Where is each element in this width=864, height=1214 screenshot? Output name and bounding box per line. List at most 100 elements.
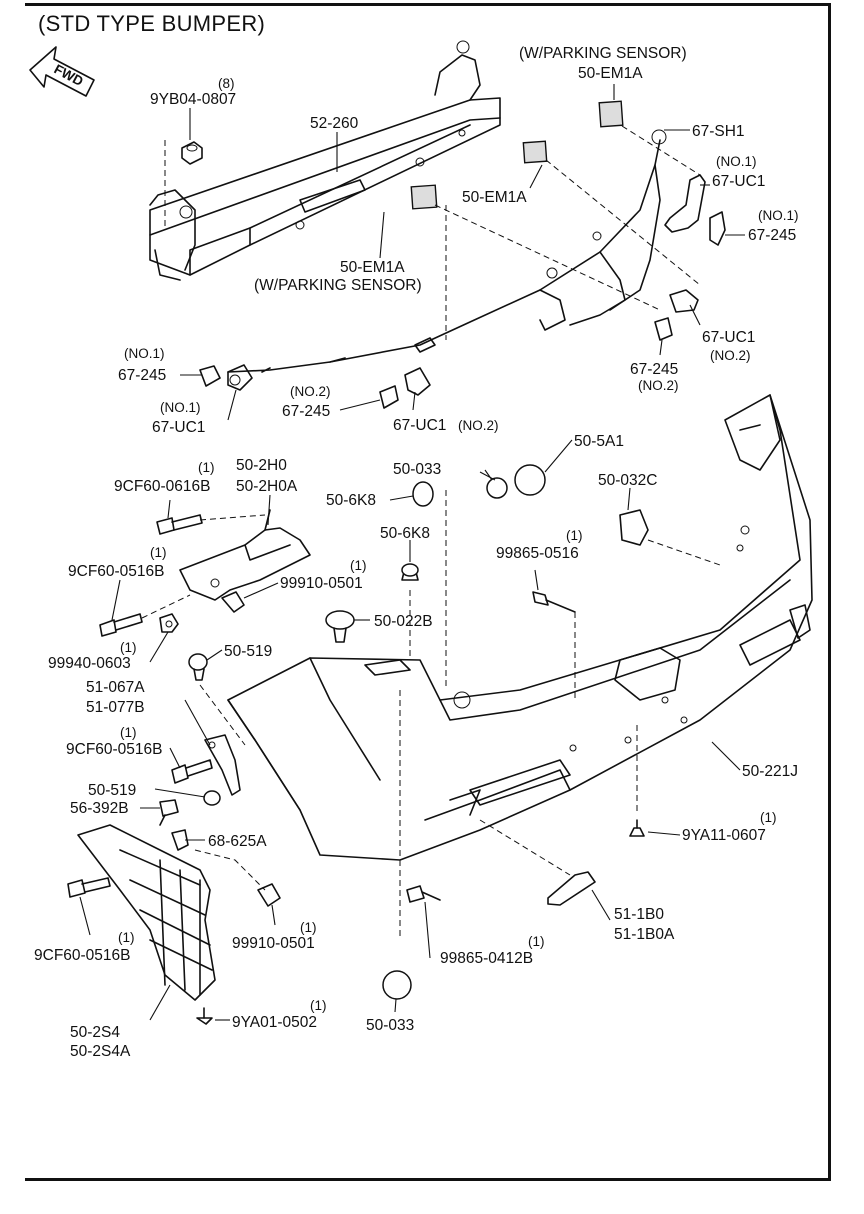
label-51-077b: 51-077B bbox=[86, 699, 145, 716]
label-51-1b0: 51-1B0 bbox=[614, 906, 664, 923]
sensor-pad-low bbox=[410, 184, 438, 210]
label-50-022b: 50-022B bbox=[374, 613, 433, 630]
label-9cf60-0516b-a-qty: (1) bbox=[150, 545, 167, 560]
label-w-parking-sensor-low: (W/PARKING SENSOR) bbox=[254, 277, 422, 294]
label-99865-0516-qty: (1) bbox=[566, 528, 583, 543]
label-99940-0603-qty: (1) bbox=[120, 640, 137, 655]
label-67-sh1: 67-SH1 bbox=[692, 123, 745, 140]
label-50-em1a-low: 50-EM1A bbox=[340, 259, 405, 276]
label-50-519-a: 50-519 bbox=[224, 643, 272, 660]
clip-99910-b bbox=[257, 883, 281, 907]
bolt-9cf60-0516b-a bbox=[99, 613, 143, 637]
label-9cf60-0516b-c-qty: (1) bbox=[118, 930, 135, 945]
parking-sensor-harness bbox=[227, 129, 667, 373]
bumper-reinforcement-beam bbox=[149, 40, 501, 281]
label-50-2s4a: 50-2S4A bbox=[70, 1043, 131, 1060]
label-no1-uc1-left: (NO.1) bbox=[160, 400, 201, 415]
label-67-uc1-right: 67-UC1 bbox=[702, 329, 755, 346]
label-9cf60-0516b-b-qty: (1) bbox=[120, 725, 137, 740]
label-50-2s4: 50-2S4 bbox=[70, 1024, 120, 1041]
label-52-260: 52-260 bbox=[310, 115, 359, 132]
label-99940-0603: 99940-0603 bbox=[48, 655, 131, 672]
screw-99865-0412b bbox=[406, 885, 441, 903]
retainer-245-no2-right bbox=[654, 317, 673, 341]
mudguard-2s4 bbox=[77, 824, 216, 1001]
bolt-9cf60-0516b-c bbox=[67, 877, 111, 898]
label-9ya01-0502: 9YA01-0502 bbox=[232, 1014, 317, 1031]
label-9cf60-0516b-c: 9CF60-0516B bbox=[34, 947, 131, 964]
label-no1-uc1-top: (NO.1) bbox=[716, 154, 757, 169]
label-no1-245-top: (NO.1) bbox=[758, 208, 799, 223]
label-9cf60-0516b-a: 9CF60-0516B bbox=[68, 563, 165, 580]
reflector-1b0 bbox=[547, 871, 596, 906]
label-9ya01-0502-qty: (1) bbox=[310, 998, 327, 1013]
fwd-label: FWD bbox=[52, 61, 86, 89]
label-51-067a: 51-067A bbox=[86, 679, 145, 696]
label-50-032c: 50-032C bbox=[598, 472, 657, 489]
label-99910-0501-a-qty: (1) bbox=[350, 558, 367, 573]
label-56-392b: 56-392B bbox=[70, 800, 129, 817]
clip-99910-a bbox=[221, 591, 245, 613]
side-bracket-2h0 bbox=[179, 509, 311, 601]
diagram-title: (STD TYPE BUMPER) bbox=[38, 11, 266, 36]
label-no2-245-right: (NO.2) bbox=[638, 378, 679, 393]
screw-99865-0516 bbox=[532, 591, 576, 613]
label-67-uc1-mid: 67-UC1 bbox=[393, 417, 446, 434]
label-51-1b0a: 51-1B0A bbox=[614, 926, 675, 943]
label-68-625a: 68-625A bbox=[208, 833, 267, 850]
clip-625a bbox=[171, 829, 189, 851]
clip-6k8-top bbox=[412, 481, 434, 507]
label-9cf60-0616b: 9CF60-0616B bbox=[114, 478, 211, 495]
retainer-245-no1-right bbox=[709, 211, 726, 246]
retainer-245-no2-mid bbox=[379, 385, 399, 409]
label-67-245-mid: 67-245 bbox=[282, 403, 330, 420]
cap-5a1 bbox=[514, 464, 546, 496]
label-no2-245-mid: (NO.2) bbox=[290, 384, 331, 399]
sensor-uc1-no1-right bbox=[664, 174, 706, 233]
frame-right-border bbox=[828, 3, 831, 1181]
bumper-cover bbox=[227, 394, 813, 861]
bolt-9cf60-0516b-b bbox=[171, 759, 213, 784]
clip-519-a bbox=[188, 653, 208, 681]
label-no2-uc1-right: (NO.2) bbox=[710, 348, 751, 363]
sensor-uc1-no2-right bbox=[669, 289, 699, 313]
label-67-245-right2: 67-245 bbox=[630, 361, 678, 378]
clip-6k8-mid bbox=[401, 563, 419, 581]
label-50-6k8-top: 50-6K8 bbox=[326, 492, 376, 509]
label-50-033-bottom: 50-033 bbox=[366, 1017, 414, 1034]
label-9ya11-0607: 9YA11-0607 bbox=[682, 827, 766, 844]
bracket-067a bbox=[204, 734, 241, 796]
sensor-pad-mid bbox=[522, 140, 548, 164]
clip-519-b bbox=[203, 790, 221, 806]
label-50-519-b: 50-519 bbox=[88, 782, 136, 799]
cap-033-top bbox=[486, 477, 508, 499]
cap-033-bottom bbox=[382, 970, 412, 1000]
clip-032c bbox=[619, 509, 649, 546]
sensor-uc1-no1-left bbox=[227, 364, 253, 391]
sensor-pad-top bbox=[598, 100, 624, 128]
label-9ya11-0607-qty: (1) bbox=[760, 810, 777, 825]
label-no1-245-left: (NO.1) bbox=[124, 346, 165, 361]
bolt-9cf60-0616b bbox=[156, 514, 203, 535]
label-no2-uc1-mid: (NO.2) bbox=[458, 418, 499, 433]
label-99910-0501-b: 99910-0501 bbox=[232, 935, 315, 952]
label-50-221j: 50-221J bbox=[742, 763, 798, 780]
label-99910-0501-a: 99910-0501 bbox=[280, 575, 363, 592]
label-67-uc1-top: 67-UC1 bbox=[712, 173, 765, 190]
retainer-245-no1-left bbox=[199, 365, 221, 387]
label-99910-0501-b-qty: (1) bbox=[300, 920, 317, 935]
label-50-5a1: 50-5A1 bbox=[574, 433, 624, 450]
rivet-022b bbox=[325, 610, 355, 643]
label-9yb04-0807: 9YB04-0807 bbox=[150, 91, 236, 108]
label-9yb04-qty: (8) bbox=[218, 76, 235, 91]
label-50-2h0: 50-2H0 bbox=[236, 457, 287, 474]
label-67-245-right: 67-245 bbox=[748, 227, 796, 244]
label-50-em1a-top: 50-EM1A bbox=[578, 65, 643, 82]
label-50-em1a-mid: 50-EM1A bbox=[462, 189, 527, 206]
label-99865-0412b: 99865-0412B bbox=[440, 950, 533, 967]
frame-top-border bbox=[25, 3, 831, 6]
label-50-033-top: 50-033 bbox=[393, 461, 441, 478]
label-50-2h0a: 50-2H0A bbox=[236, 478, 298, 495]
